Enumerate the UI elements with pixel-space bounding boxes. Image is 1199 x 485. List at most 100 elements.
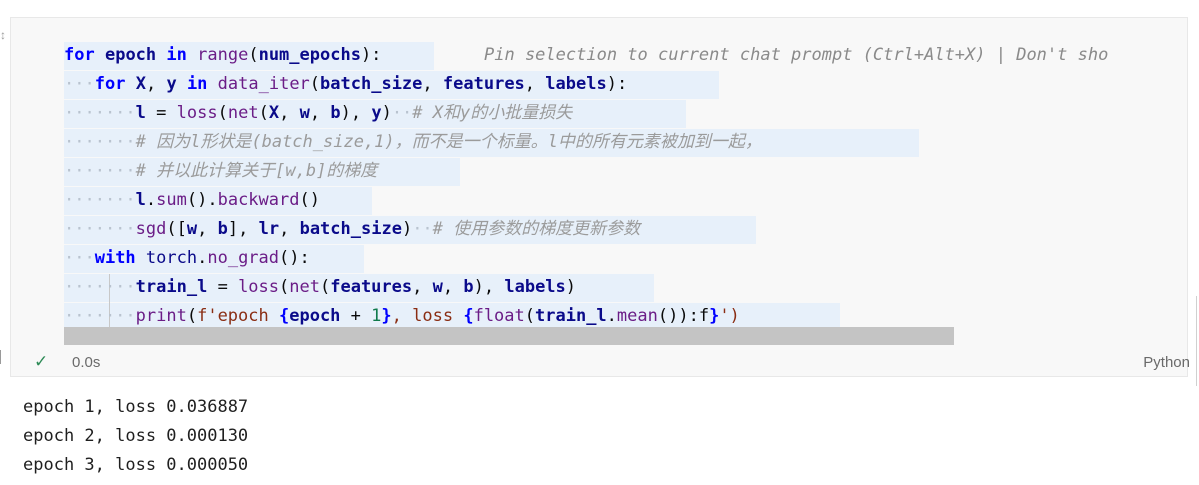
code-token: batch_size (299, 219, 402, 239)
line-highlight (64, 245, 364, 273)
line-highlight (64, 71, 719, 99)
line-highlight (64, 187, 372, 215)
code-token: sum (156, 190, 187, 210)
code-token: + (350, 306, 361, 326)
code-token: ): (606, 74, 628, 94)
code-line-6[interactable]: ·······l.sum().backward() (64, 190, 320, 210)
line-highlight (64, 274, 654, 302)
cell-output: epoch 1, loss 0.036887 epoch 2, loss 0.0… (23, 393, 248, 480)
code-token: in (166, 45, 187, 65)
code-token: ): (360, 45, 382, 65)
code-line-1[interactable]: for epoch in range(num_epochs): (64, 41, 381, 70)
code-line-4[interactable]: ·······# 因为l形状是(batch_size,1)，而不是一个标量。l中… (64, 132, 762, 152)
code-token: epoch (289, 306, 341, 326)
code-token: ), (473, 277, 495, 297)
code-token: ( (217, 103, 228, 123)
code-token: print (135, 306, 187, 326)
code-token: backward (217, 190, 300, 210)
execution-time: 0.0s (72, 354, 101, 371)
code-token: , (309, 103, 321, 123)
code-cell[interactable]: for epoch in range(num_epochs): Pin sele… (10, 17, 1190, 378)
code-token: w (432, 277, 443, 297)
code-token: ( (279, 277, 290, 297)
code-token: ( (524, 306, 536, 326)
inline-hint-text: Pin selection to current chat prompt (Ct… (484, 45, 1109, 65)
code-token: . (145, 190, 157, 210)
line-highlight (64, 42, 434, 70)
code-comment: # 因为l形状是(batch_size,1)，而不是一个标量。l中的所有元素被加… (135, 132, 762, 152)
code-token: () (299, 190, 320, 210)
code-token: , (279, 219, 290, 239)
code-token: torch (145, 248, 198, 268)
code-token: ([ (166, 219, 187, 239)
code-comment: # 并以此计算关于[w,b]的梯度 (135, 161, 378, 181)
code-token: b (217, 219, 228, 239)
code-token: . (606, 306, 617, 326)
scrollbar-track[interactable] (1196, 296, 1197, 386)
code-token: no_grad (207, 248, 280, 268)
code-token: data_iter (217, 74, 310, 94)
code-token: b (330, 103, 341, 123)
code-line-8[interactable]: ···with torch.no_grad(): (64, 248, 310, 268)
code-line-3[interactable]: ·······l = loss(net(X, w, b), y)··# X和y的… (64, 103, 573, 123)
code-line-2[interactable]: ···for X, y in data_iter(batch_size, fea… (64, 74, 628, 94)
line-highlight (64, 158, 460, 186)
code-token: w (299, 103, 310, 123)
code-line-7[interactable]: ·······sgd([w, b], lr, batch_size)··# 使用… (64, 219, 641, 239)
code-token: = (217, 277, 228, 297)
code-line-5[interactable]: ·······# 并以此计算关于[w,b]的梯度 (64, 161, 378, 181)
code-token: ) (401, 219, 413, 239)
code-token: b (463, 277, 474, 297)
cell-gutter-marker (0, 350, 1, 364)
code-editor[interactable]: for epoch in range(num_epochs): Pin sele… (11, 18, 1187, 348)
code-token: y (166, 74, 177, 94)
code-token: with (94, 248, 136, 268)
line-highlight (64, 100, 686, 128)
code-token: in (186, 74, 208, 94)
code-token: , (422, 74, 433, 94)
code-comment: # 使用参数的梯度更新参数 (432, 219, 641, 239)
code-token: ()):f (657, 306, 710, 326)
code-token: train_l (535, 306, 607, 326)
code-token: (): (279, 248, 310, 268)
code-token: y (371, 103, 382, 123)
code-token: net (289, 277, 320, 297)
code-token: X (135, 74, 146, 94)
code-token: 1 (371, 306, 382, 326)
code-token: . (197, 248, 208, 268)
code-token: l (135, 190, 146, 210)
code-token: = (156, 103, 167, 123)
code-token: labels (504, 277, 566, 297)
code-token: for (94, 74, 126, 94)
code-token: range (197, 45, 249, 65)
code-token: , (412, 277, 423, 297)
code-line-10[interactable]: ·······print(f'epoch {epoch + 1}, loss {… (64, 306, 740, 326)
code-comment: # X和y的小批量损失 (412, 103, 573, 123)
code-token: labels (545, 74, 607, 94)
code-token: { (278, 306, 290, 326)
collapse-chevron-icon[interactable]: ↕ (0, 28, 6, 42)
output-line: epoch 1, loss 0.036887 (23, 397, 249, 417)
cell-status-bar: ✓ 0.0s Python (11, 348, 1190, 378)
code-token: ') (719, 306, 740, 326)
code-token: l (135, 103, 146, 123)
code-token: ( (248, 45, 259, 65)
line-highlight (64, 303, 840, 331)
code-token: loss (238, 277, 280, 297)
code-token: num_epochs (258, 45, 361, 65)
code-token: } (381, 306, 392, 326)
code-token: (). (186, 190, 218, 210)
code-token: lr (258, 219, 280, 239)
code-token: f'epoch (197, 306, 279, 326)
code-line-9[interactable]: ·······train_l = loss(net(features, w, b… (64, 277, 577, 297)
code-token: mean (616, 306, 658, 326)
code-token: features (442, 74, 525, 94)
code-token: ( (319, 277, 331, 297)
horizontal-scrollbar-thumb[interactable] (64, 327, 954, 345)
check-icon: ✓ (34, 352, 49, 371)
code-token: ( (309, 74, 321, 94)
code-token: ) (565, 277, 577, 297)
code-token: batch_size (320, 74, 423, 94)
code-token: for (64, 45, 95, 65)
language-selector[interactable]: Python (1143, 354, 1190, 371)
